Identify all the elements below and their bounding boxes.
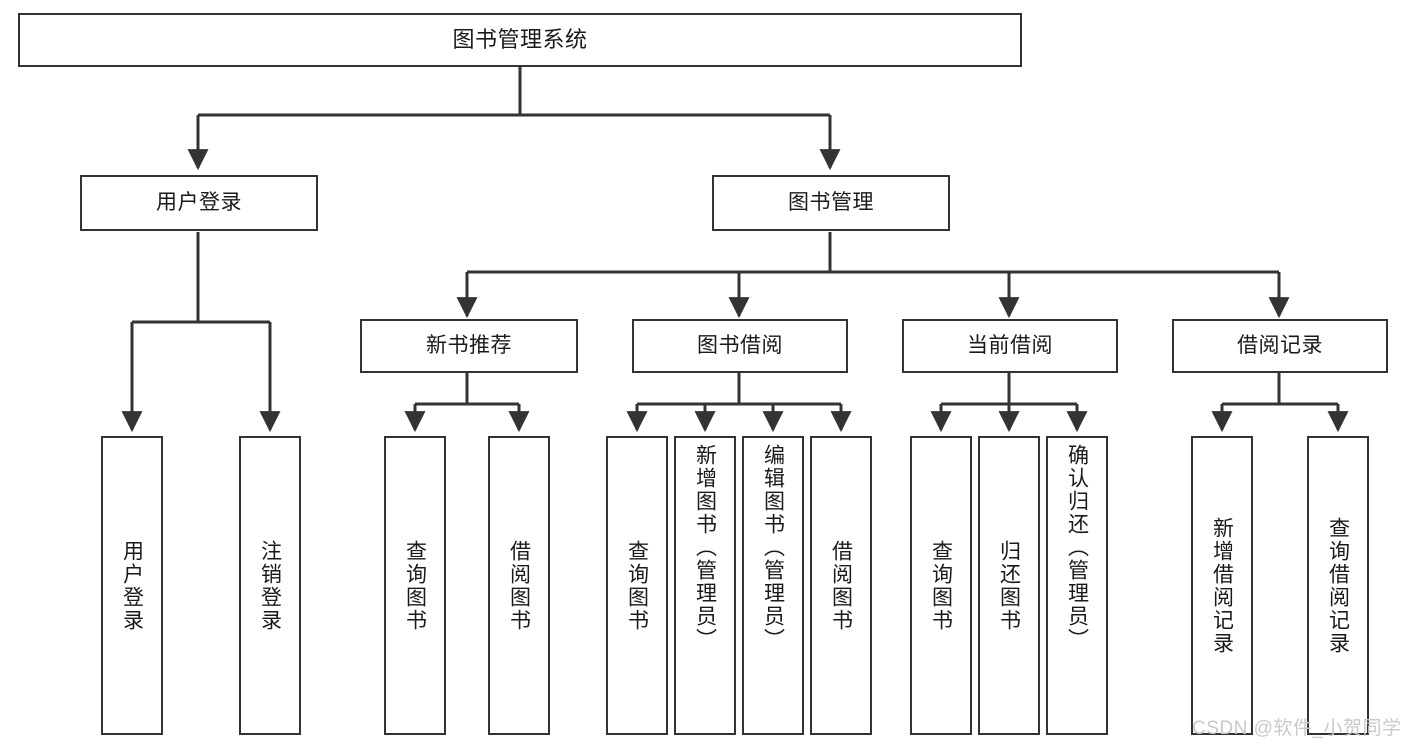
node-borrow-record[interactable]: 借阅记录 xyxy=(1172,319,1388,373)
node-label: 确认归还（管理员） xyxy=(1065,444,1089,651)
node-book-borrow[interactable]: 图书借阅 xyxy=(632,319,848,373)
node-label: 查询借阅记录 xyxy=(1326,516,1350,655)
node-user-login[interactable]: 用户登录 xyxy=(80,175,318,231)
node-label: 归还图书 xyxy=(997,539,1021,632)
node-label: 查询图书 xyxy=(625,539,649,632)
node-label: 注销登录 xyxy=(258,539,282,632)
node-label: 用户登录 xyxy=(120,539,144,632)
node-label: 借阅图书 xyxy=(507,539,531,632)
leaf-book-borrow-edit-book-admin[interactable]: 编辑图书（管理员） xyxy=(742,436,804,735)
leaf-borrow-record-add-record[interactable]: 新增借阅记录 xyxy=(1191,436,1253,735)
node-new-book-recommend[interactable]: 新书推荐 xyxy=(360,319,578,373)
node-book-management[interactable]: 图书管理 xyxy=(712,175,950,231)
node-label: 借阅记录 xyxy=(1237,333,1323,357)
node-label: 图书借阅 xyxy=(697,333,783,357)
node-label: 当前借阅 xyxy=(967,333,1053,357)
node-root-book-management-system[interactable]: 图书管理系统 xyxy=(18,13,1022,67)
node-label: 编辑图书（管理员） xyxy=(761,444,785,651)
leaf-current-borrow-query-book[interactable]: 查询图书 xyxy=(910,436,972,735)
leaf-book-borrow-query-book[interactable]: 查询图书 xyxy=(606,436,668,735)
leaf-new-book-query-book[interactable]: 查询图书 xyxy=(384,436,446,735)
node-label: 用户登录 xyxy=(156,190,242,214)
node-label: 查询图书 xyxy=(403,539,427,632)
node-label: 图书管理 xyxy=(788,190,874,214)
node-label: 借阅图书 xyxy=(829,539,853,632)
leaf-current-borrow-confirm-return-admin[interactable]: 确认归还（管理员） xyxy=(1046,436,1108,735)
leaf-book-borrow-borrow-book[interactable]: 借阅图书 xyxy=(810,436,872,735)
watermark-text: CSDN @软件_小贺同学 xyxy=(1192,718,1402,739)
node-label: 查询图书 xyxy=(929,539,953,632)
leaf-borrow-record-query-record[interactable]: 查询借阅记录 xyxy=(1307,436,1369,735)
leaf-user-login-logout[interactable]: 注销登录 xyxy=(239,436,301,735)
leaf-new-book-borrow-book[interactable]: 借阅图书 xyxy=(488,436,550,735)
node-label: 新增图书（管理员） xyxy=(693,444,717,651)
node-label: 新增借阅记录 xyxy=(1210,516,1234,655)
node-current-borrow[interactable]: 当前借阅 xyxy=(902,319,1118,373)
leaf-current-borrow-return-book[interactable]: 归还图书 xyxy=(978,436,1040,735)
node-label: 图书管理系统 xyxy=(452,27,588,53)
leaf-book-borrow-add-book-admin[interactable]: 新增图书（管理员） xyxy=(674,436,736,735)
node-label: 新书推荐 xyxy=(426,333,512,357)
leaf-user-login-login[interactable]: 用户登录 xyxy=(101,436,163,735)
